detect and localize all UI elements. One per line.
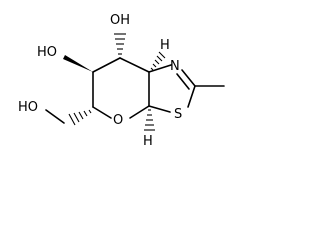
ho-label-left: HO	[37, 45, 57, 60]
hashed-bond-c7-oh	[114, 33, 126, 55]
ho-label-bottom: HO	[18, 100, 38, 115]
nitrogen-label: N	[170, 59, 180, 74]
bond-n-c2-double	[176, 73, 190, 90]
wedge-bond-c6-oh	[63, 55, 93, 72]
bond-c3a-o4	[129, 105, 150, 119]
hashed-bond-c5-ch2	[68, 109, 92, 126]
bond-ch2-oh	[45, 109, 65, 124]
chemical-structure-diagram: OH HO HO N O S H H	[18, 13, 225, 149]
bond-lines	[45, 57, 225, 124]
bond-s-c3a	[148, 105, 171, 113]
bond-c7-c7a	[119, 57, 150, 73]
oh-label-top: OH	[110, 13, 130, 28]
oxygen-ring-label: O	[113, 113, 123, 128]
bond-c2-s	[187, 85, 196, 108]
hashed-bond-c3a-h	[144, 109, 155, 131]
hashed-bond-c7a-h	[150, 51, 166, 71]
bond-o4-c5	[92, 106, 112, 119]
hydrogen-label-lower: H	[143, 134, 153, 149]
bond-c7a-n	[148, 64, 172, 73]
stereo-bonds	[63, 33, 166, 131]
bond-c6-c7	[92, 57, 121, 73]
bond-n-c2	[181, 69, 196, 87]
atom-labels: OH HO HO N O S H H	[18, 13, 182, 149]
sulfur-label: S	[174, 107, 182, 122]
hydrogen-label-upper: H	[160, 38, 170, 53]
